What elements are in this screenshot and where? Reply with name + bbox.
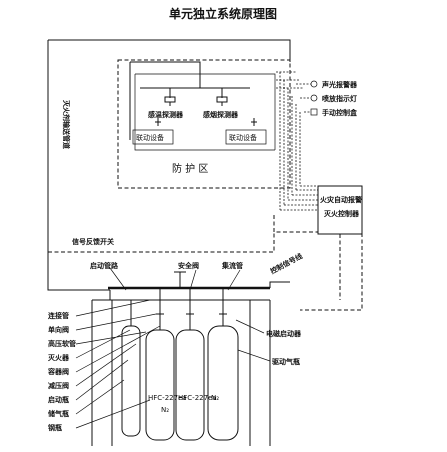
cylinder-rack (91, 300, 271, 446)
zone-to-controller-line (273, 215, 318, 233)
controller-label-line2: 灭火控制器 (323, 209, 360, 218)
controller-label-line1: 火灾自动报警 (320, 195, 362, 204)
left-label-group: 连接管 单向阀 高压软管 灭火器 容器阀 减压阀 启动瓶 储气瓶 钢瓶 (47, 299, 161, 432)
left-label: 灭火器 (47, 353, 70, 362)
pipe-vertical-label: 灭火剂输送管道 (62, 99, 71, 149)
left-label: 减压阀 (48, 381, 69, 390)
start-pipe-label: 启动管路 (90, 261, 119, 270)
cylinder-gas-label: N₂ (161, 406, 169, 414)
zone-signal-lines (276, 71, 304, 210)
lower-frame-left (47, 252, 110, 291)
left-label: 连接管 (48, 311, 69, 320)
discharge-lamp-icon (310, 94, 318, 102)
right-label-leaders (235, 319, 271, 362)
drive-gas-cylinder (121, 314, 141, 437)
cylinder-agent-label: HFC-227ea (148, 394, 187, 402)
left-label: 单向阀 (48, 325, 69, 334)
alarm-device-wires (296, 83, 311, 113)
linkage-device-left (132, 129, 174, 145)
cylinder-agent-label: HFC-227ea (178, 394, 217, 402)
linkage-device-right (225, 129, 267, 145)
alarm-device-label: 喷放指示灯 (322, 94, 357, 103)
zone-pipe-network (129, 61, 250, 140)
agent-cylinder-2 (175, 313, 205, 441)
drive-gas-pipe (109, 290, 132, 314)
alarm-device-label: 手动控制盒 (322, 108, 358, 117)
zone-inner-frame (134, 73, 276, 151)
detector-smoke-label: 感烟探测器 (203, 110, 239, 119)
right-label: 电磁启动器 (266, 329, 302, 338)
left-label: 容器阀 (47, 367, 69, 376)
safety-valve (174, 271, 186, 288)
left-label: 储气瓶 (47, 409, 69, 418)
manual-control-box-icon (310, 108, 318, 116)
alarm-device-label: 声光报警器 (321, 80, 358, 89)
cylinder-feed-pipes (159, 288, 224, 314)
linkage-device-left-label: 联动设备 (136, 133, 164, 142)
agent-cylinder-1 (145, 313, 175, 441)
collector-pipe-end (269, 281, 290, 288)
left-label: 钢瓶 (48, 423, 62, 432)
pressure-switch-label: 信号反馈开关 (72, 237, 114, 246)
detector-heat-label: 感温探测器 (148, 110, 184, 119)
left-label: 高压软管 (48, 339, 76, 348)
pipe-outer-frame (47, 39, 291, 252)
protection-zone-label: 防 护 区 (172, 162, 208, 175)
safety-valve-label: 安全阀 (178, 261, 199, 270)
cylinder-gas-label: N₂ (211, 394, 219, 402)
controller-input-wires (280, 185, 318, 211)
collector-pipe-label: 集流管 (221, 261, 243, 270)
top-label-leaders (109, 267, 241, 291)
left-label: 启动瓶 (48, 395, 69, 404)
controller-output-lines (300, 220, 363, 311)
right-label: 驱动气瓶 (272, 357, 300, 366)
signal-line-label: 控制信号线 (269, 251, 304, 275)
protection-zone-boundary (117, 59, 291, 189)
pressure-switch-line (48, 232, 275, 253)
nozzle-right (251, 118, 257, 126)
left-label-leaders (75, 299, 161, 429)
agent-cylinder-3 (207, 313, 239, 441)
strobe-alarm-icon (310, 80, 318, 88)
diagram-title: 单元独立系统原理图 (169, 6, 277, 21)
nozzle-left (155, 118, 161, 126)
linkage-device-right-label: 联动设备 (229, 133, 257, 142)
detector-smoke (216, 96, 228, 106)
detector-heat (164, 96, 176, 106)
